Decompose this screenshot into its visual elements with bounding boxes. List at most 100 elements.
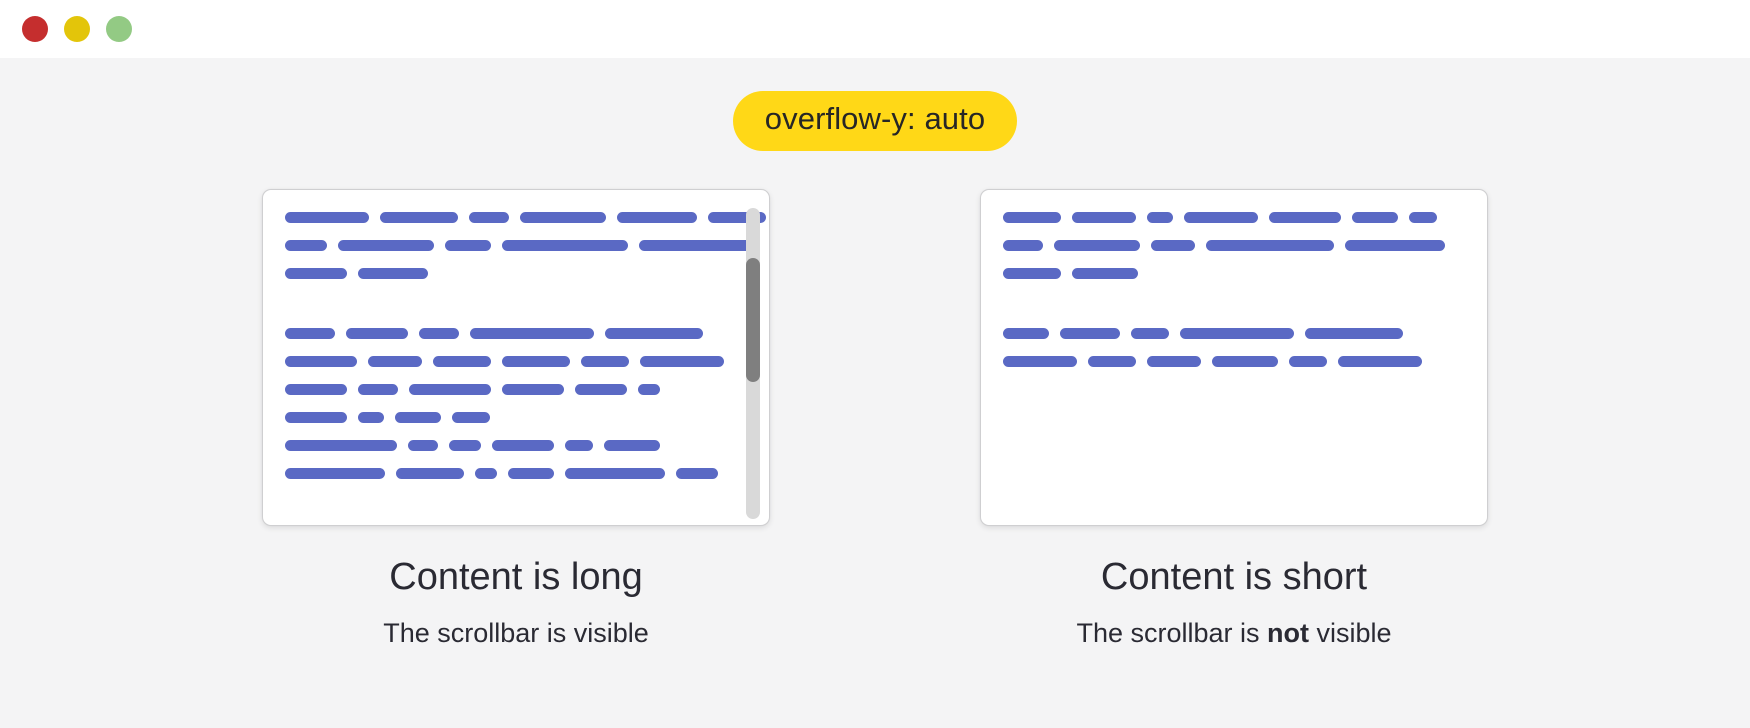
skeleton-word (708, 211, 766, 223)
scroll-card-long[interactable] (262, 188, 770, 526)
skeleton-word (520, 211, 606, 223)
skeleton-word (1003, 355, 1077, 367)
skeleton-word (470, 327, 594, 339)
skeleton-word (358, 383, 398, 395)
skeleton-word (395, 411, 441, 423)
skeleton-word (475, 467, 497, 479)
skeleton-word (368, 355, 422, 367)
skeleton-word (565, 439, 593, 451)
skeleton-word (1003, 211, 1061, 223)
skeleton-line (285, 411, 747, 423)
skeleton-word (396, 467, 464, 479)
skeleton-word (409, 383, 491, 395)
scrollbar-track[interactable] (746, 207, 760, 519)
skeleton-line (285, 383, 747, 395)
skeleton-word (1060, 327, 1120, 339)
skeleton-word (285, 411, 347, 423)
skeleton-word (1206, 239, 1334, 251)
skeleton-word (676, 467, 718, 479)
skeleton-word (338, 239, 434, 251)
close-button[interactable] (22, 16, 48, 42)
skeleton-word (617, 211, 697, 223)
skeleton-word (408, 439, 438, 451)
skeleton-line (1003, 355, 1465, 367)
skeleton-word (565, 467, 665, 479)
skeleton-word (1269, 211, 1341, 223)
skeleton-word (1003, 327, 1049, 339)
skeleton-word (1338, 355, 1422, 367)
panel-title-long: Content is long (389, 555, 643, 598)
window-titlebar (0, 0, 1750, 58)
skeleton-word (358, 267, 428, 279)
skeleton-word (285, 467, 385, 479)
skeleton-line (1003, 327, 1465, 339)
skeleton-line (285, 211, 766, 223)
skeleton-word (1180, 327, 1294, 339)
skeleton-line (285, 467, 747, 479)
skeleton-word (285, 355, 357, 367)
panel-subtitle-long: The scrollbar is visible (383, 618, 649, 649)
skeleton-word (285, 211, 369, 223)
minimize-button[interactable] (64, 16, 90, 42)
skeleton-line (1003, 211, 1465, 223)
skeleton-word (1289, 355, 1327, 367)
skeleton-word (1352, 211, 1398, 223)
skeleton-word (1345, 239, 1445, 251)
skeleton-word (1147, 211, 1173, 223)
skeleton-word (640, 355, 724, 367)
skeleton-word (1131, 327, 1169, 339)
skeleton-word (1054, 239, 1140, 251)
panel-short-content: Content is short The scrollbar is not vi… (980, 188, 1488, 651)
skeleton-word (1147, 355, 1201, 367)
skeleton-word (1184, 211, 1258, 223)
panel-container: Content is long The scrollbar is visible… (0, 188, 1750, 651)
skeleton-line (285, 327, 747, 339)
skeleton-word (508, 467, 554, 479)
skeleton-word (502, 355, 570, 367)
skeleton-word (1088, 355, 1136, 367)
skeleton-content-short (1003, 211, 1465, 384)
skeleton-word (575, 383, 627, 395)
skeleton-word (492, 439, 554, 451)
skeleton-word (449, 439, 481, 451)
skeleton-word (581, 355, 629, 367)
skeleton-word (285, 327, 335, 339)
skeleton-word (346, 327, 408, 339)
skeleton-line (1003, 267, 1465, 279)
skeleton-word (1409, 211, 1437, 223)
skeleton-word (358, 411, 384, 423)
skeleton-word (1305, 327, 1403, 339)
skeleton-content-long (285, 211, 766, 496)
skeleton-word (419, 327, 459, 339)
scrollbar-thumb[interactable] (746, 257, 760, 382)
panel-subtitle-short: The scrollbar is not visible (1076, 618, 1392, 649)
skeleton-line (1003, 239, 1465, 251)
scroll-card-short[interactable] (980, 188, 1488, 526)
skeleton-word (469, 211, 509, 223)
skeleton-word (502, 383, 564, 395)
maximize-button[interactable] (106, 16, 132, 42)
skeleton-line (285, 355, 747, 367)
skeleton-line (285, 267, 747, 279)
skeleton-word (605, 327, 703, 339)
badge-row: overflow-y: auto (0, 58, 1750, 151)
skeleton-word (604, 439, 660, 451)
skeleton-word (502, 239, 628, 251)
css-property-badge: overflow-y: auto (732, 91, 1018, 151)
skeleton-line (285, 239, 759, 251)
skeleton-word (285, 239, 327, 251)
skeleton-word (638, 383, 660, 395)
skeleton-word (1003, 267, 1061, 279)
subtitle-emphasis: not (1267, 618, 1309, 649)
panel-title-short: Content is short (1100, 555, 1368, 598)
skeleton-word (1212, 355, 1278, 367)
skeleton-word (285, 383, 347, 395)
skeleton-word (1072, 211, 1136, 223)
panel-long-content: Content is long The scrollbar is visible (262, 188, 770, 651)
skeleton-word (1003, 239, 1043, 251)
skeleton-word (285, 267, 347, 279)
skeleton-word (1151, 239, 1195, 251)
page-body: overflow-y: auto Content is long The scr… (0, 58, 1750, 728)
skeleton-word (639, 239, 759, 251)
skeleton-word (285, 439, 397, 451)
